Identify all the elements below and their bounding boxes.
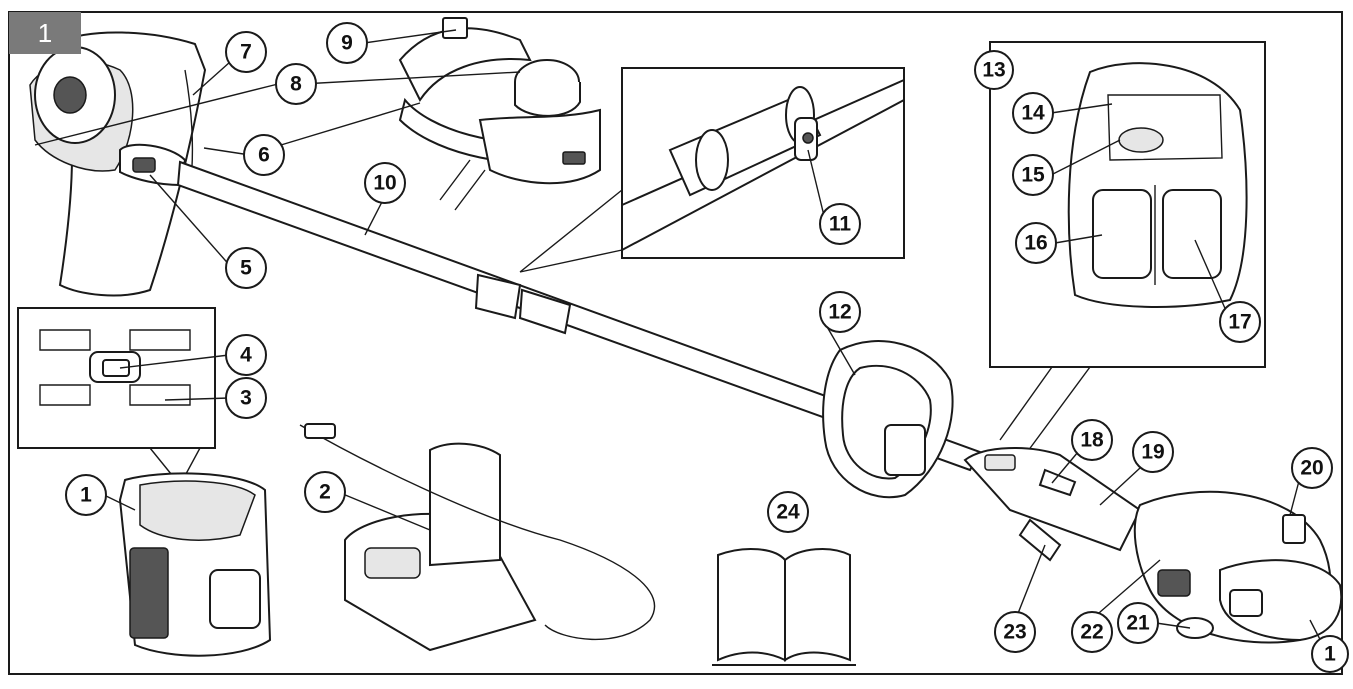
callout-circle: [1071, 419, 1113, 461]
callout-circle: [1132, 431, 1174, 473]
leader-lines: [34, 29, 1327, 652]
battery-illustration: [118, 472, 272, 657]
callout-number: 13: [982, 59, 1005, 82]
callout-circle: [819, 203, 861, 245]
callout-c16: 16: [1015, 222, 1057, 264]
callout-c10: 10: [364, 162, 406, 204]
callout-circle: [65, 474, 107, 516]
callout-circle: [1311, 635, 1349, 673]
manual-book-illustration: [712, 548, 856, 666]
shaft-illustration: [176, 160, 982, 472]
callout-number: 18: [1080, 429, 1104, 452]
callout-circle: [225, 247, 267, 289]
callout-number: 20: [1300, 457, 1323, 480]
callout-number: 12: [828, 301, 851, 324]
callout-c14: 14: [1012, 92, 1054, 134]
callout-c15: 15: [1012, 154, 1054, 196]
battery-detail-box: [17, 307, 216, 486]
callout-circle: [304, 471, 346, 513]
callout-circle: [243, 134, 285, 176]
callout-number: 22: [1080, 621, 1103, 644]
callout-circle: [1117, 602, 1159, 644]
callout-c18: 18: [1071, 419, 1113, 461]
callout-number: 5: [240, 257, 252, 280]
callout-number: 11: [829, 213, 852, 236]
callout-c4: 4: [225, 334, 267, 376]
callout-number: 15: [1021, 164, 1045, 187]
callout-number: 19: [1141, 441, 1164, 464]
callout-circle: [974, 50, 1014, 90]
motor-body-illustration: [963, 447, 1343, 644]
callout-circle: [225, 31, 267, 73]
callout-c11: 11: [819, 203, 861, 245]
callout-c5: 5: [225, 247, 267, 289]
callout-circle: [1015, 222, 1057, 264]
callout-circle: [364, 162, 406, 204]
callout-number: 1: [1324, 643, 1336, 666]
callout-number: 17: [1228, 311, 1251, 334]
callout-number: 1: [80, 484, 92, 507]
callout-c24: 24: [767, 491, 809, 533]
callout-number: 7: [240, 41, 252, 64]
guard-detail-illustration: [398, 17, 601, 211]
callout-c21: 21: [1117, 602, 1159, 644]
callout-number: 14: [1021, 102, 1045, 125]
callout-c22: 22: [1071, 611, 1113, 653]
callout-c19: 19: [1132, 431, 1174, 473]
callout-c13: 13: [974, 50, 1014, 90]
callout-circle: [1012, 92, 1054, 134]
callout-c7: 7: [225, 31, 267, 73]
callout-circle: [225, 334, 267, 376]
callout-number: 6: [258, 144, 270, 167]
callout-number: 2: [319, 481, 331, 504]
callout-circle: [994, 611, 1036, 653]
callout-c23: 23: [994, 611, 1036, 653]
callout-number: 9: [341, 32, 353, 55]
callout-number: 16: [1024, 232, 1047, 255]
figure-number-tab: 1: [9, 12, 81, 54]
callout-circle: [1291, 447, 1333, 489]
callout-circle: [275, 63, 317, 105]
charger-illustration: [299, 423, 656, 652]
callout-c1a: 1: [65, 474, 107, 516]
callout-number: 23: [1003, 621, 1026, 644]
callout-circle: [767, 491, 809, 533]
callout-circle: [819, 291, 861, 333]
callout-c2: 2: [304, 471, 346, 513]
callout-c9: 9: [326, 22, 368, 64]
callout-c8: 8: [275, 63, 317, 105]
callout-number: 21: [1126, 612, 1150, 635]
callout-c12: 12: [819, 291, 861, 333]
callout-number: 24: [776, 501, 800, 524]
callout-circle: [1071, 611, 1113, 653]
callout-circle: [1012, 154, 1054, 196]
callout-c6: 6: [243, 134, 285, 176]
callout-c20: 20: [1291, 447, 1333, 489]
callout-c3: 3: [225, 377, 267, 419]
callout-c17: 17: [1219, 301, 1261, 343]
callout-number: 10: [373, 172, 396, 195]
callout-circle: [1219, 301, 1261, 343]
handle-illustration: [822, 340, 954, 499]
trimmer-head-illustration: [29, 31, 207, 297]
figure-border: [8, 11, 1343, 675]
callout-number: 4: [240, 344, 252, 367]
callout-circle: [225, 377, 267, 419]
callout-number: 8: [290, 73, 302, 96]
callout-c1b: 1: [1311, 635, 1349, 673]
callout-circle: [326, 22, 368, 64]
callout-number: 3: [240, 387, 252, 410]
